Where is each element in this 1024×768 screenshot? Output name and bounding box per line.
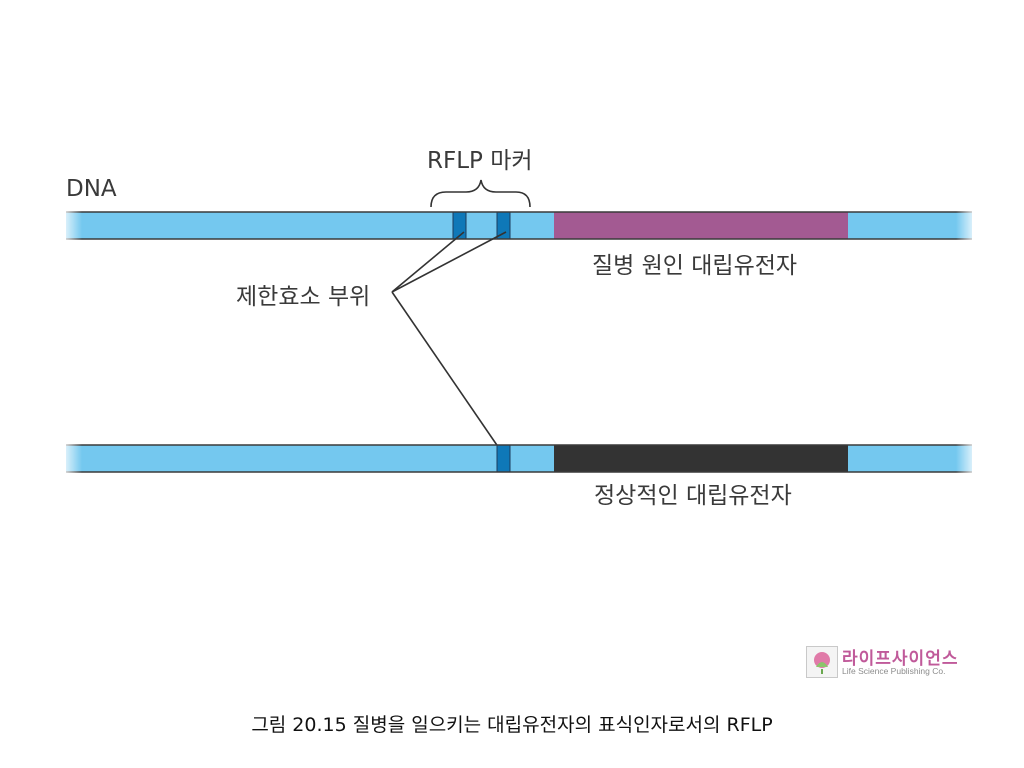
rflp-marker-label: RFLP 마커 — [427, 148, 533, 174]
normal-allele-region — [554, 445, 848, 472]
restriction-site — [496, 444, 511, 473]
disease-allele-label: 질병 원인 대립유전자 — [592, 253, 797, 279]
restriction-site-label: 제한효소 부위 — [236, 284, 370, 310]
publisher-logo: 라이프사이언스 Life Science Publishing Co. — [806, 646, 976, 680]
disease-allele-region — [554, 212, 848, 239]
pointer-line-3 — [391, 291, 504, 455]
normal-allele-label: 정상적인 대립유전자 — [594, 483, 792, 509]
pointer-line-2 — [391, 231, 507, 293]
logo-name-english: Life Science Publishing Co. — [842, 666, 946, 676]
strand-fade-right — [956, 210, 978, 241]
dna-strand-bottom — [60, 443, 978, 474]
strand-fade-left — [60, 210, 82, 241]
logo-name-korean: 라이프사이언스 — [842, 649, 959, 669]
dna-strand-top — [60, 210, 978, 241]
strand-fade-left — [60, 443, 82, 474]
strand-fade-right — [956, 443, 978, 474]
figure-caption: 그림 20.15 질병을 일으키는 대립유전자의 표식인자로서의 RFLP — [251, 714, 773, 736]
marker-brace — [430, 179, 531, 208]
logo-emblem-icon — [806, 646, 838, 678]
pointer-line-1 — [391, 231, 465, 293]
pointer-lines — [391, 231, 507, 455]
dna-label: DNA — [66, 176, 117, 202]
